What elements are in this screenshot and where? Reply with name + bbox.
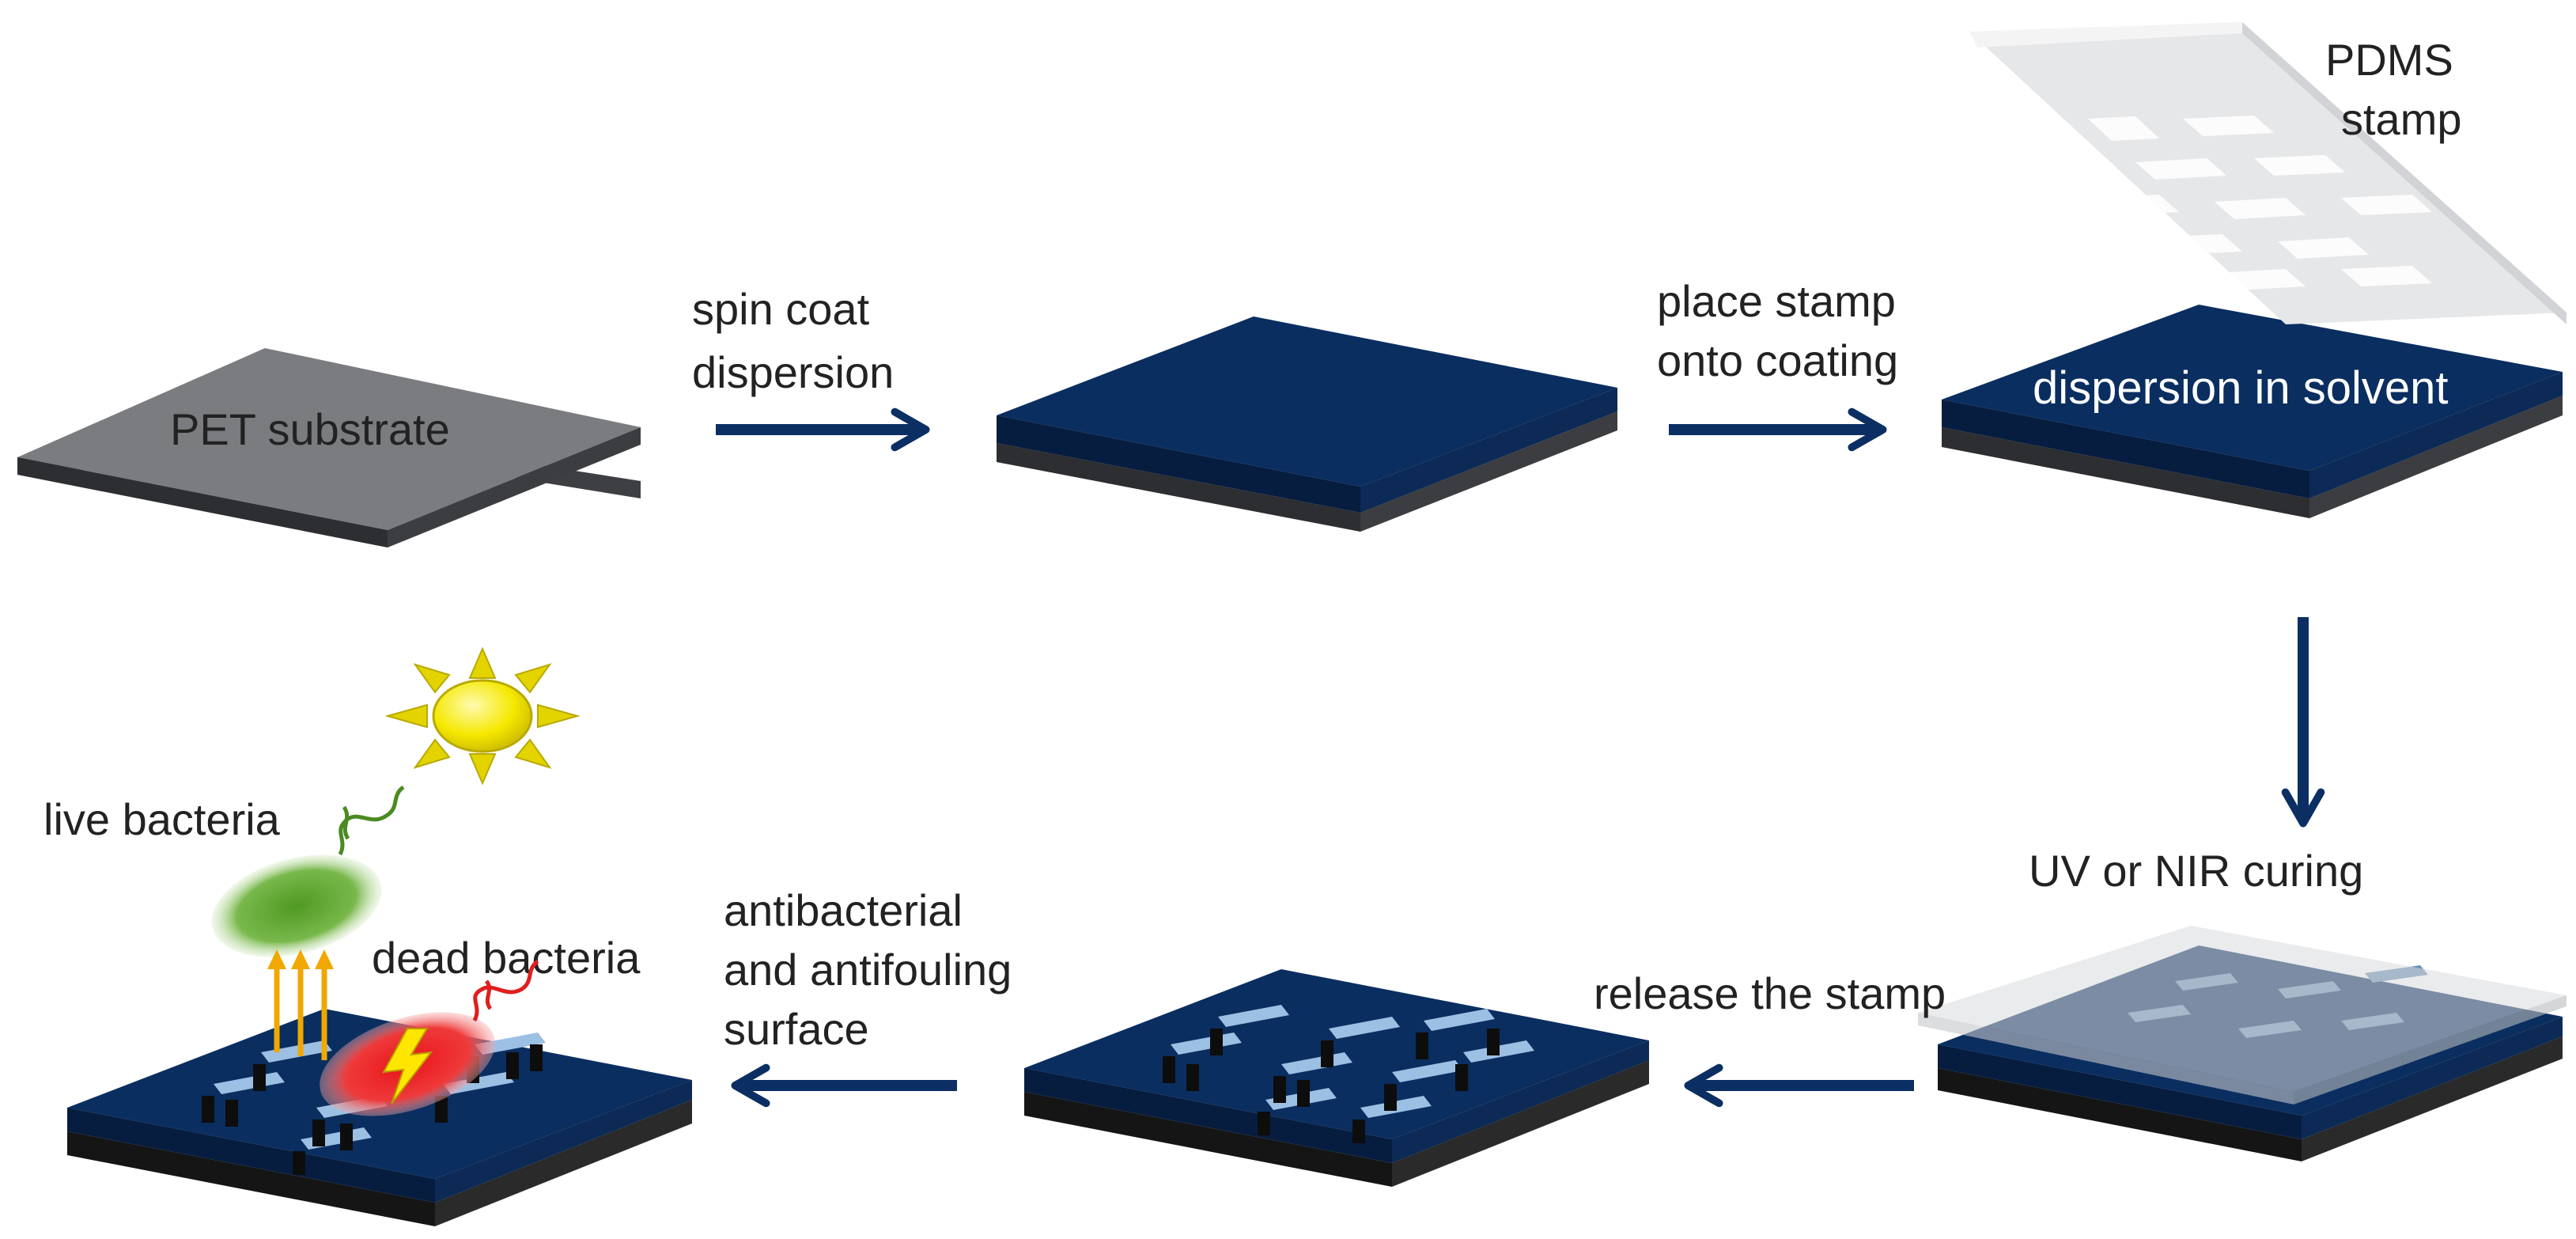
dead-bacteria-label: dead bacteria — [372, 933, 641, 983]
pet-substrate-label: PET substrate — [170, 404, 450, 454]
cured-with-stamp-slab — [1918, 926, 2567, 1161]
spin-coat-label-line1: spin coat — [692, 284, 870, 334]
release-label: release the stamp — [1594, 968, 1946, 1018]
spin-coat-label-line2: dispersion — [692, 347, 894, 397]
live-bacteria-label: live bacteria — [44, 794, 281, 844]
stamp-over-coating-slab: dispersion in solvent — [1942, 305, 2563, 518]
surface-label-line1: antibacterial — [724, 885, 963, 935]
coated-substrate-slab — [997, 316, 1617, 532]
dead-bacteria-icon — [320, 959, 539, 1116]
pdms-label-line2: stamp — [2341, 94, 2462, 144]
pdms-stamp: PDMS stamp — [1969, 22, 2567, 324]
nanopillars — [1163, 1005, 1534, 1143]
live-bacteria-icon — [211, 785, 405, 957]
patterned-surface-slab — [1024, 969, 1649, 1187]
surface-label-line3: surface — [724, 1004, 869, 1054]
dispersion-in-solvent-label: dispersion in solvent — [2033, 362, 2449, 414]
surface-label-line2: and antifouling — [724, 945, 1012, 995]
pdms-label-line1: PDMS — [2325, 35, 2453, 85]
place-stamp-label-line1: place stamp — [1657, 276, 1896, 326]
pet-substrate-slab: PET substrate — [17, 348, 641, 548]
release-arrows — [267, 949, 334, 1060]
place-stamp-label-line2: onto coating — [1657, 335, 1898, 385]
curing-label: UV or NIR curing — [2029, 846, 2363, 896]
sun-icon — [384, 646, 581, 786]
